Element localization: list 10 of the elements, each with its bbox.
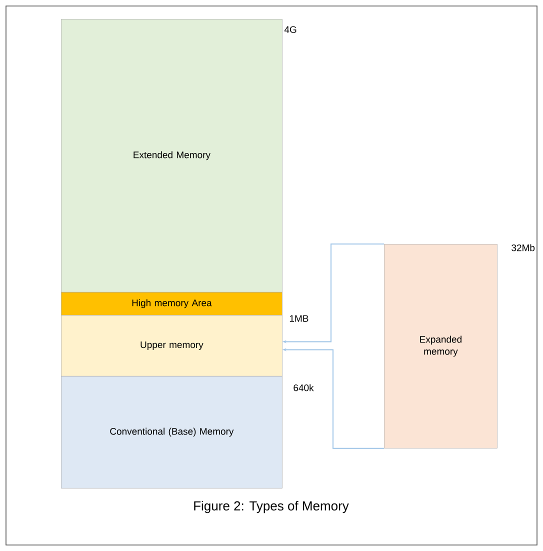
address-label: 640k <box>294 384 314 392</box>
address-label: 4G <box>284 26 296 33</box>
address-label: 32Mb <box>512 244 535 252</box>
memory-block: Conventional (Base) Memory <box>61 376 282 488</box>
memory-block: Expanded memory <box>384 244 498 448</box>
memory-block: Upper memory <box>61 315 282 376</box>
memory-block: High memory Area <box>61 292 282 316</box>
caption: Figure 2: Types of Memory <box>194 500 349 514</box>
memory-block: Extended Memory <box>61 19 282 292</box>
address-label: 1MB <box>290 315 308 322</box>
